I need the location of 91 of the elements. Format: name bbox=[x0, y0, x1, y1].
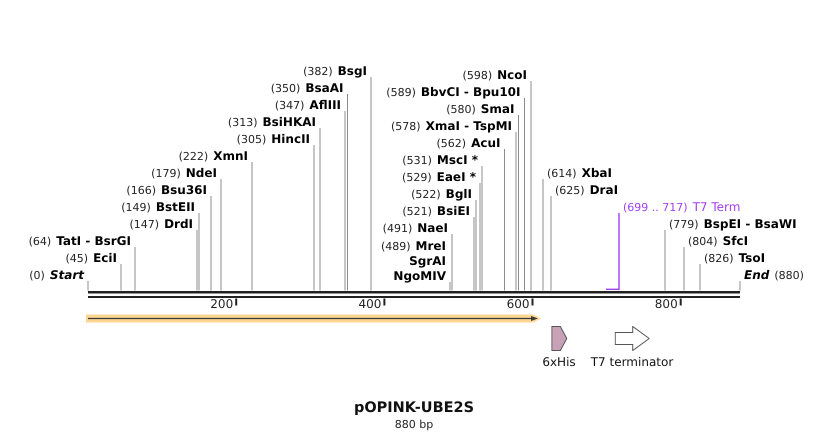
enzyme-name: MscI * bbox=[436, 153, 478, 167]
ruler-number: 200 bbox=[210, 297, 234, 311]
leader-line bbox=[120, 264, 122, 291]
cut-position: (491) bbox=[382, 222, 412, 235]
cut-position: (529) bbox=[402, 171, 432, 184]
leader-line bbox=[198, 212, 200, 291]
cut-position: (522) bbox=[411, 188, 441, 201]
dna-backbone bbox=[88, 290, 740, 298]
leader-line bbox=[542, 178, 544, 291]
leader-line bbox=[370, 76, 372, 291]
start-label: Start bbox=[50, 268, 84, 282]
cut-position: (305) bbox=[236, 133, 266, 146]
enzyme-name: EaeI * bbox=[436, 170, 476, 184]
enzyme-name: NcoI bbox=[497, 68, 527, 82]
cut-position: (382) bbox=[303, 65, 333, 78]
cut-position: (313) bbox=[228, 116, 258, 129]
cut-position: (521) bbox=[402, 205, 432, 218]
feature-name: T7 terminator bbox=[590, 355, 674, 369]
enzyme-name: BspEI - BsaWI bbox=[704, 217, 797, 231]
enzyme-name: BsiEI bbox=[436, 204, 470, 218]
ruler-number: 600 bbox=[506, 297, 530, 311]
enzyme-name: MreI bbox=[416, 239, 446, 253]
enzyme-name: AflIII bbox=[309, 98, 341, 112]
enzyme-name: SgrAI bbox=[409, 254, 446, 268]
leader-line bbox=[220, 178, 222, 291]
map-title: pOPINK-UBE2S bbox=[354, 400, 474, 417]
cut-position: (64) bbox=[28, 235, 52, 248]
cut-position: (149) bbox=[121, 201, 151, 214]
enzyme-name: HincII bbox=[271, 132, 310, 146]
cut-position: (179) bbox=[151, 167, 181, 180]
ruler-number: 400 bbox=[358, 297, 382, 311]
cut-position: (45) bbox=[66, 252, 88, 265]
enzyme-name: BsgI bbox=[338, 64, 367, 78]
enzyme-name: DraI bbox=[590, 183, 618, 197]
leader-line bbox=[344, 110, 346, 291]
enzyme-name: SmaI bbox=[480, 102, 514, 116]
leader-line bbox=[210, 196, 212, 291]
cut-position: (350) bbox=[270, 82, 300, 95]
cut-position: (578) bbox=[391, 120, 421, 133]
feature-name: 6xHis bbox=[542, 355, 576, 369]
enzyme-name: NgoMIV bbox=[393, 269, 446, 283]
end-label: End bbox=[744, 268, 770, 282]
enzyme-name: BbvCI - Bpu10I bbox=[420, 85, 520, 99]
cut-position: (222) bbox=[178, 150, 208, 163]
enzyme-name: AcuI bbox=[471, 136, 500, 150]
enzyme-name: XmnI bbox=[213, 149, 248, 163]
enzyme-name: Bsu36I bbox=[161, 183, 207, 197]
leader-line bbox=[524, 98, 525, 291]
enzyme-name: DrdI bbox=[164, 217, 193, 231]
cut-position: (804) bbox=[688, 235, 718, 248]
length-caption: 880 bp bbox=[394, 418, 434, 431]
feature-range: (699 .. 717) bbox=[623, 201, 688, 214]
cut-position: (0) bbox=[29, 269, 45, 282]
feature-name: T7 Term bbox=[692, 200, 740, 214]
leader-line bbox=[518, 114, 519, 291]
cut-position: (589) bbox=[386, 86, 416, 99]
enzyme-name: NaeI bbox=[417, 221, 448, 235]
leader-line bbox=[664, 230, 666, 291]
enzyme-name: EciI bbox=[93, 251, 117, 265]
cut-position: (625) bbox=[555, 184, 585, 197]
ruler-number: 800 bbox=[654, 297, 678, 311]
cut-position: (614) bbox=[547, 167, 577, 180]
cut-position: (166) bbox=[126, 184, 156, 197]
enzyme-name: XmaI - TspMI bbox=[426, 119, 512, 133]
cut-position: (531) bbox=[402, 154, 432, 167]
leader-line bbox=[606, 213, 620, 290]
leader-line bbox=[550, 196, 552, 291]
cut-position: (562) bbox=[436, 137, 466, 150]
enzyme-name: TsoI bbox=[738, 251, 766, 265]
cut-position: (880) bbox=[774, 269, 804, 282]
cut-position: (779) bbox=[669, 218, 699, 231]
cut-position: (580) bbox=[446, 103, 476, 116]
leader-line bbox=[134, 246, 136, 291]
enzyme-name: BsaAI bbox=[305, 81, 344, 95]
enzyme-name: BstEII bbox=[156, 200, 195, 214]
reading-frame-band bbox=[86, 314, 542, 322]
cut-position: (347) bbox=[274, 99, 304, 112]
leader-line bbox=[347, 94, 348, 291]
cut-position: (147) bbox=[129, 218, 160, 231]
enzyme-name: XbaI bbox=[582, 166, 612, 180]
leader-line bbox=[196, 230, 198, 291]
enzyme-name: BglI bbox=[446, 187, 472, 201]
enzyme-name: SfcI bbox=[722, 234, 748, 248]
enzyme-name: TatI - BsrGI bbox=[56, 234, 131, 248]
enzyme-name: NdeI bbox=[186, 166, 217, 180]
cut-position: (598) bbox=[462, 69, 492, 82]
cut-position: (489) bbox=[380, 240, 411, 253]
leader-line bbox=[530, 80, 532, 291]
enzyme-name: BsiHKAI bbox=[262, 115, 316, 129]
leader-line bbox=[504, 148, 505, 291]
cut-position: (826) bbox=[704, 252, 734, 265]
